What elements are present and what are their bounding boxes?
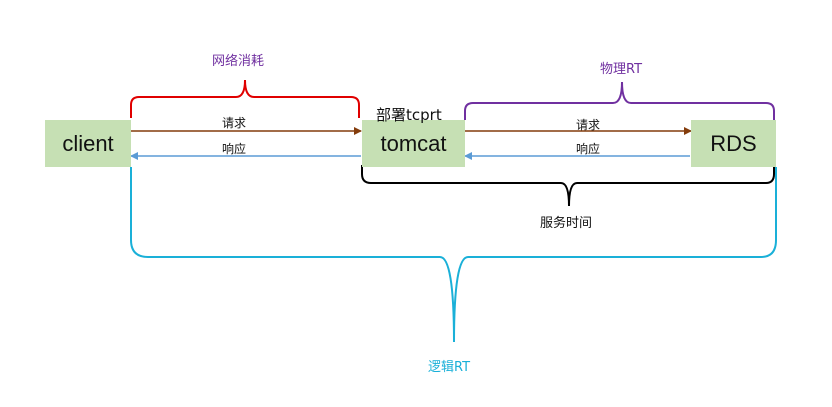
response-label-left: 响应: [222, 142, 247, 156]
physical-rt-brace: [464, 81, 775, 120]
request-label-left: 请求: [222, 116, 247, 130]
network-brace: [130, 79, 360, 118]
request-label-right: 请求: [576, 118, 601, 132]
client-label: client: [62, 130, 114, 156]
tomcat-node: tomcat: [362, 120, 465, 167]
rds-label: RDS: [710, 130, 757, 156]
deploy-label: 部署tcprt: [376, 106, 442, 124]
logical-rt-brace: [130, 167, 777, 343]
physical-rt-label: 物理RT: [600, 62, 643, 77]
client-node: client: [45, 120, 131, 167]
logical-rt-label: 逻辑RT: [428, 360, 471, 375]
service-time-brace: [361, 165, 775, 207]
response-label-right: 响应: [576, 142, 601, 156]
tomcat-label: tomcat: [380, 130, 447, 156]
rds-node: RDS: [691, 120, 776, 167]
network-brace-label: 网络消耗: [212, 54, 265, 69]
service-time-label: 服务时间: [540, 216, 593, 231]
